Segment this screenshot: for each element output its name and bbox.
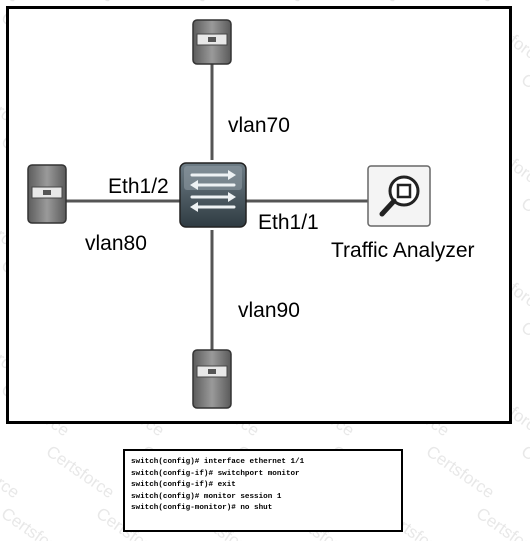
port-left-label: Eth1/2: [108, 175, 169, 198]
analyzer-label: Traffic Analyzer: [331, 239, 475, 262]
cli-line: switch(config)# interface ethernet 1/1: [131, 458, 305, 466]
vlan-top-label: vlan70: [228, 114, 290, 137]
magnifier-icon: [367, 165, 431, 227]
cli-line: switch(config-if)# exit: [131, 481, 236, 489]
switch-icon: [179, 162, 247, 228]
cli-line: switch(config-monitor)# no shut: [131, 504, 273, 512]
server-icon: [192, 349, 232, 409]
vlan-bottom-label: vlan90: [238, 299, 300, 322]
server-icon: [27, 164, 67, 224]
cli-config-box: switch(config)# interface ethernet 1/1 s…: [123, 449, 403, 532]
vlan-left-label: vlan80: [85, 232, 147, 255]
port-right-label: Eth1/1: [258, 211, 319, 234]
server-icon: [192, 19, 232, 65]
cli-line: switch(config-if)# switchport monitor: [131, 469, 300, 478]
cli-line: switch(config)# monitor session 1: [131, 492, 282, 501]
